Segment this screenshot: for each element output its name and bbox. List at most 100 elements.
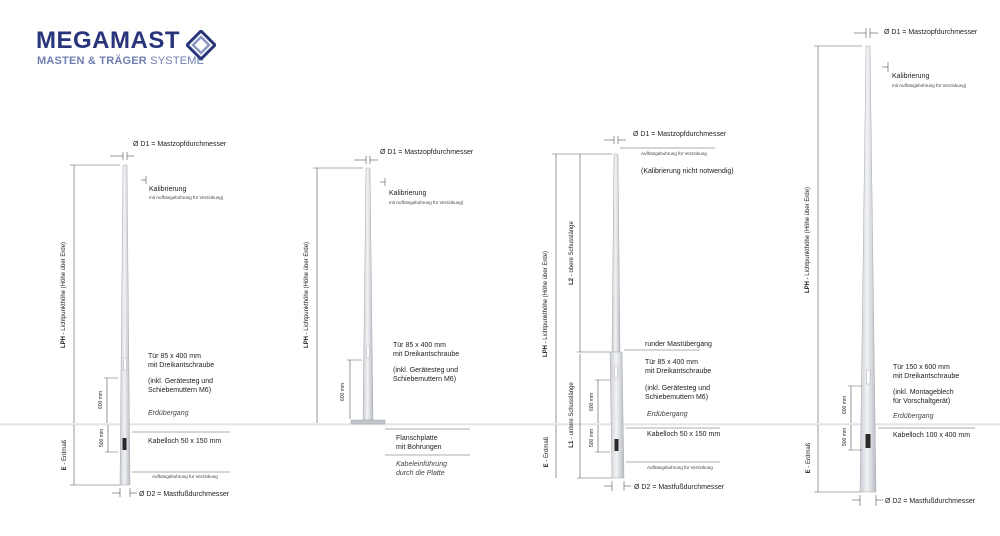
door-4 [866,369,871,385]
d1-label-3: Ø D1 = Mastzopfdurchmesser [633,131,727,138]
mast-3-lower [609,351,625,479]
incl-label-3b: Schiebemuttern M6) [645,394,708,401]
earth-rest-1: - Erdmaß [62,439,68,466]
lph-rest-4: - Lichtpunkthöhe (Höhe über Erde) [805,187,811,281]
lower-section-bold-3: L1 [569,440,575,448]
calibration-note-2: mit Aufhängebohrung für Verzinkung) [389,200,464,205]
cable-entry-2b: durch die Platte [396,470,445,477]
dim-600-4: 600 mm [842,396,848,414]
d2-label-4: Ø D2 = Mastfußdurchmesser [885,498,976,505]
calibration-note-4: mit Aufhängebohrung für Verzinkung) [892,83,967,88]
cable-entry-2a: Kabeleinführung [396,461,447,468]
diagram-3-two-section-pole: Ø D1 = Mastzopfdurchmesser Aufhängebohru… [543,131,734,491]
lph-bold-1: LPH [61,336,67,348]
cable-hole-4 [865,434,871,448]
lph-label-3: LPH - Lichtpunkthöhe (Höhe über Erde) [543,251,549,357]
earth-rest-4: - Erdmaß [806,442,812,469]
door-label-4b: mit Dreikantschraube [893,373,959,380]
dim-500-1: 500 mm [99,429,105,447]
lph-bold-3: LPH [543,345,549,357]
diagram-2-flange-pole: Ø D1 = Mastzopfdurchmesser Kalibrierung … [304,149,474,477]
ground-transition-4: Erdübergang [893,413,934,420]
lph-bold-4: LPH [805,281,811,293]
lph-label-1: LPH - Lichtpunkthöhe (Höhe über Erde) [61,242,67,348]
calibration-label-4: Kalibrierung [892,73,929,80]
d1-label-1: Ø D1 = Mastzopfdurchmesser [133,141,227,148]
incl-label-1a: (inkl. Gerätesteg und [148,378,213,385]
lph-rest-3: - Lichtpunkthöhe (Höhe über Erde) [543,251,549,345]
flange-label-2b: mit Bohrungen [396,444,442,451]
logo-subtitle: MASTEN & TRÄGER SYSTEME [37,55,204,68]
upper-section-3: L2 - obere Schusslänge [569,220,575,284]
logo-subtitle-bold: MASTEN & TRÄGER [37,55,147,67]
logo-wordmark: MEGAMAST [36,27,180,54]
lower-section-3: L1 - untere Schusslänge [569,382,575,448]
d2-label-3: Ø D2 = Mastfußdurchmesser [634,484,725,491]
dim-500-4: 500 mm [842,428,848,446]
logo-subtitle-rest: SYSTEME [146,55,205,67]
upper-section-rest-3: - obere Schusslänge [569,220,575,277]
mast-4 [859,45,877,493]
logo-mark-icon [186,30,216,60]
d1-label-2: Ø D1 = Mastzopfdurchmesser [380,149,474,156]
door-2 [366,345,370,359]
door-3 [614,365,618,379]
dim-600-3: 600 mm [589,393,595,411]
galv-hole-1: Aufhängebohrung für Verzinkung [152,474,218,479]
galv-hole-3: Aufhängebohrung für Verzinkung [647,465,713,470]
cable-hole-label-3: Kabelloch 50 x 150 mm [647,431,720,438]
ground-transition-1: Erdübergang [148,410,189,417]
dim-600-2: 600 mm [340,383,346,401]
mast-2 [362,167,374,421]
mast-1 [119,164,131,486]
door-label-2a: Tür 85 x 400 mm [393,342,446,349]
incl-label-2b: Schiebemuttern M6) [393,376,456,383]
door-label-1b: mit Dreikantschraube [148,362,214,369]
megamast-logo: MEGAMAST MASTEN & TRÄGER SYSTEME [36,28,226,72]
earth-bold-1: E [62,466,68,470]
door-label-1a: Tür 85 x 400 mm [148,353,201,360]
dim-500-3: 500 mm [589,429,595,447]
lph-rest-1: - Lichtpunkthöhe (Höhe über Erde) [61,242,67,336]
earth-rest-3: - Erdmaß [544,436,550,463]
upper-section-bold-3: L2 [569,277,575,285]
dim-600-1: 600 mm [98,391,104,409]
incl-label-4a: (inkl. Montageblech [893,389,954,396]
incl-label-3a: (inkl. Gerätesteg und [645,385,710,392]
flange-plate-2 [350,419,386,425]
calibration-note-1: mit Aufhängebohrung für Verzinkung) [149,195,224,200]
d2-label-1: Ø D2 = Mastfußdurchmesser [139,491,230,498]
incl-label-2a: (inkl. Gerätesteg und [393,367,458,374]
incl-label-4b: für Vorschaltgerät) [893,398,950,405]
cable-hole-3 [614,439,619,451]
lower-section-rest-3: - untere Schusslänge [569,382,575,441]
galv-hole-3-top: Aufhängebohrung für Verzinkung [641,151,707,156]
door-label-2b: mit Dreikantschraube [393,351,459,358]
earth-bold-3: E [544,463,550,467]
diagram-4-large-pole: Ø D1 = Mastzopfdurchmesser Kalibrierung … [805,28,978,506]
lph-bold-2: LPH [304,336,310,348]
lph-rest-2: - Lichtpunkthöhe (Höhe über Erde) [304,242,310,336]
door-label-3b: mit Dreikantschraube [645,368,711,375]
earth-label-4: E - Erdmaß [806,442,812,473]
earth-label-3: E - Erdmaß [544,436,550,467]
ground-transition-3: Erdübergang [647,411,688,418]
transition-label-3: runder Mastübergang [645,341,712,348]
lph-label-2: LPH - Lichtpunkthöhe (Höhe über Erde) [304,242,310,348]
calibration-label-1: Kalibrierung [149,186,186,193]
door-label-4a: Tür 150 x 600 mm [893,364,950,371]
lph-label-4: LPH - Lichtpunkthöhe (Höhe über Erde) [805,187,811,293]
cable-hole-label-4: Kabelloch 100 x 400 mm [893,432,970,439]
door-1 [123,357,127,371]
earth-label-1: E - Erdmaß [62,439,68,470]
cable-hole-label-1: Kabelloch 50 x 150 mm [148,438,221,445]
mast-3-upper [611,153,621,353]
cable-hole-1 [122,438,127,450]
d1-label-4: Ø D1 = Mastzopfdurchmesser [884,29,978,36]
no-calibration-3: (Kalibrierung nicht notwendig) [641,168,734,175]
calibration-label-2: Kalibrierung [389,190,426,197]
diagram-1-pole-with-door: Ø D1 = Mastzopfdurchmesser Kalibrierung … [61,141,230,498]
incl-label-1b: Schiebemuttern M6) [148,387,211,394]
earth-bold-4: E [806,469,812,473]
